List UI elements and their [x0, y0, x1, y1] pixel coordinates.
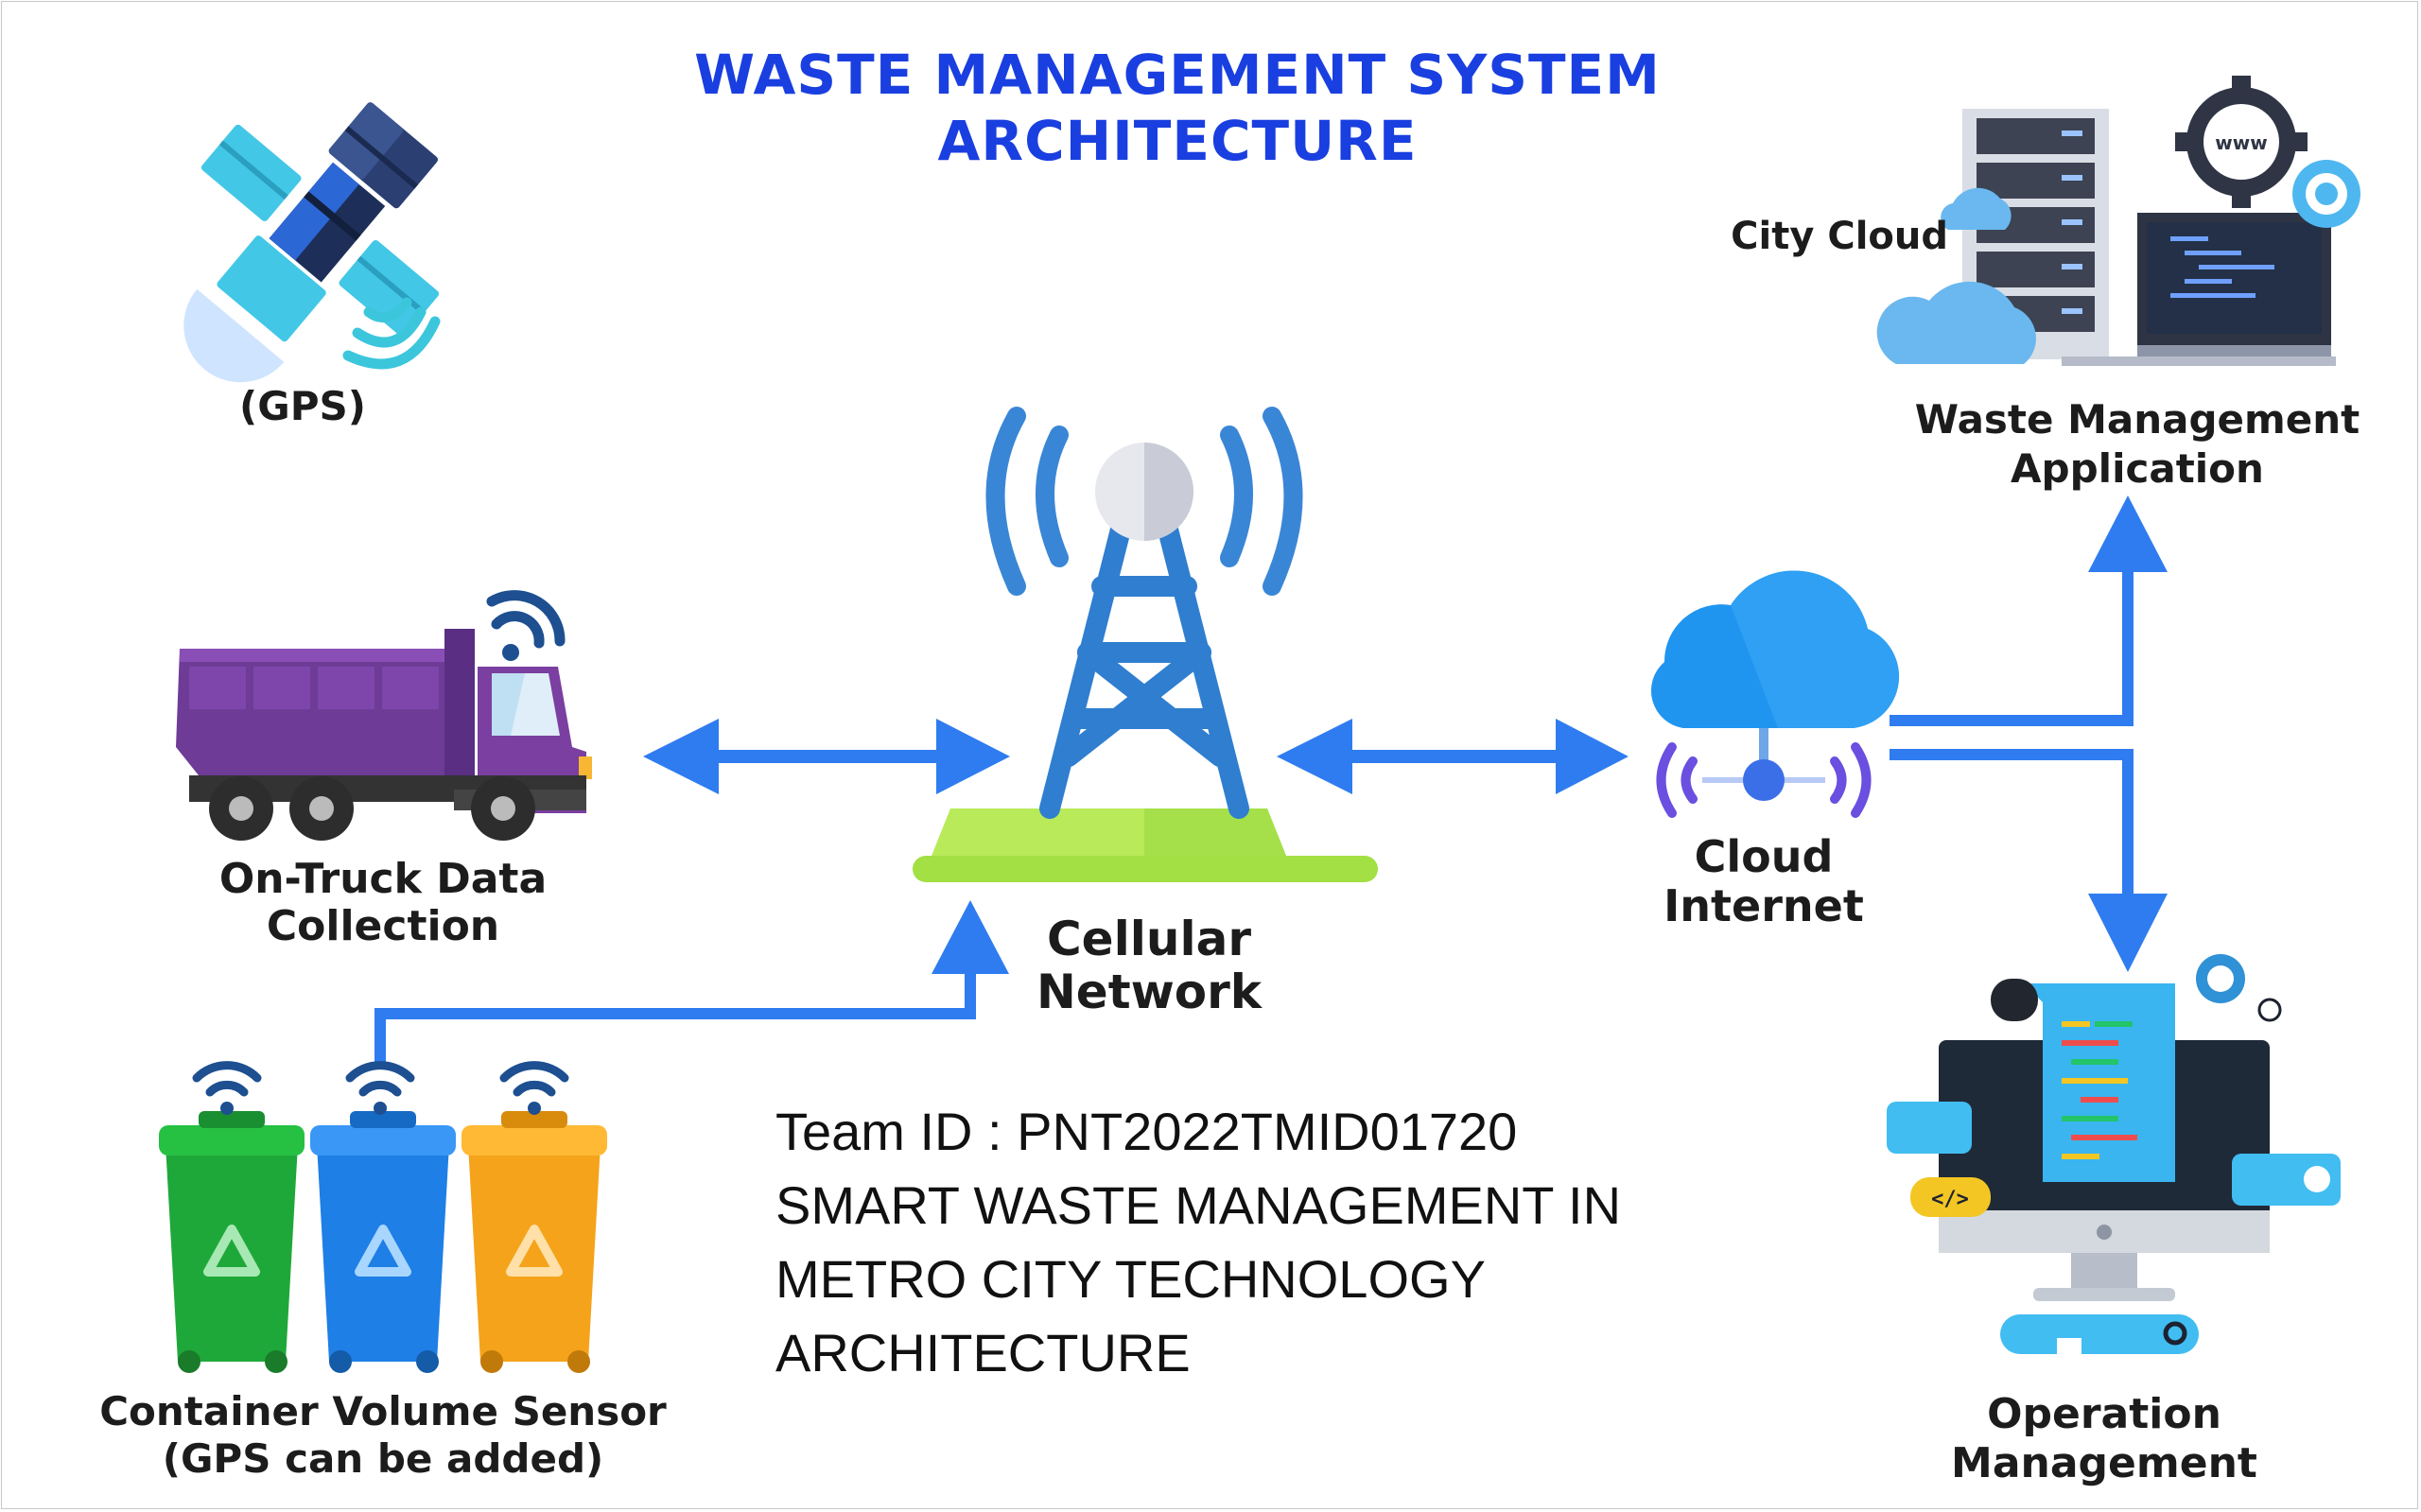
tower-signal-waves-icon [985, 407, 1303, 596]
bin-blue-icon [310, 1111, 456, 1373]
diagram-title: WASTE MANAGEMENT SYSTEM ARCHITECTURE [567, 42, 1787, 174]
app-label-line-1: Waste Management [1914, 396, 2360, 443]
ops-label-line-1: Operation [1987, 1390, 2221, 1438]
cloud-signal-icon [1656, 742, 1872, 818]
cloud-label: Cloud Internet [1608, 832, 1920, 930]
cloud-label-line-1: Cloud [1694, 831, 1834, 882]
arrow-truck-tower [643, 719, 1010, 794]
cloud-label-line-2: Internet [1663, 880, 1864, 931]
monitor-code-icon: </> [1887, 954, 2341, 1359]
title-line-1: WASTE MANAGEMENT SYSTEM [694, 43, 1661, 107]
project-title-line-1: SMART WASTE MANAGEMENT IN [775, 1175, 1622, 1235]
www-badge: www [2215, 131, 2267, 154]
arrow-tower-cloud [1277, 719, 1629, 794]
bin-green-icon [159, 1111, 305, 1373]
arrow-cloud-app [1890, 495, 2168, 726]
tower-label-line-1: Cellular [1046, 912, 1251, 966]
ops-label-line-2: Management [1951, 1439, 2257, 1487]
bins-label-line-2: (GPS can be added) [162, 1435, 604, 1482]
truck-label-line-2: Collection [266, 902, 500, 950]
team-info-block: Team ID : PNT2022TMID01720 SMART WASTE M… [775, 1095, 1721, 1390]
title-line-2: ARCHITECTURE [937, 109, 1418, 173]
tower-label: Cellular Network [979, 912, 1319, 1018]
project-title-line-3: ARCHITECTURE [775, 1323, 1191, 1382]
bins-label: Container Volume Sensor (GPS can be adde… [57, 1388, 709, 1483]
tower-label-line-2: Network [1036, 965, 1263, 1019]
connector-arrows [374, 495, 2168, 1067]
cell-tower-icon [913, 443, 1378, 882]
desktop-icon [2062, 213, 2336, 366]
truck-label: On-Truck Data Collection [142, 856, 624, 950]
city-cloud-label: City Cloud [1731, 215, 1948, 258]
gear-users-icon [2292, 160, 2360, 228]
truck-label-line-1: On-Truck Data [218, 855, 548, 903]
ops-label: Operation Management [1901, 1390, 2308, 1488]
gear-www-icon: www [2175, 76, 2308, 208]
truck-wifi-icon [486, 590, 566, 661]
bins-label-line-1: Container Volume Sensor [99, 1388, 667, 1434]
arrow-bins-tower [374, 900, 1009, 1067]
truck-icon [176, 629, 592, 841]
cloud-icon [1650, 570, 1900, 801]
bin-orange-icon [462, 1111, 607, 1373]
project-title-line-2: METRO CITY TECHNOLOGY [775, 1249, 1486, 1309]
bin-wifi-icons [192, 1061, 569, 1115]
arrow-cloud-ops [1890, 749, 2168, 972]
team-id: Team ID : PNT2022TMID01720 [775, 1102, 1518, 1161]
app-label-line-2: Application [2011, 445, 2264, 492]
satellite-icon [183, 102, 440, 383]
app-label: Waste Management Application [1872, 395, 2402, 494]
gps-label: (GPS) [239, 383, 366, 429]
code-tag: </> [1931, 1188, 1969, 1211]
small-clouds-icon [1876, 187, 2036, 364]
signal-waves-icon [342, 297, 441, 370]
